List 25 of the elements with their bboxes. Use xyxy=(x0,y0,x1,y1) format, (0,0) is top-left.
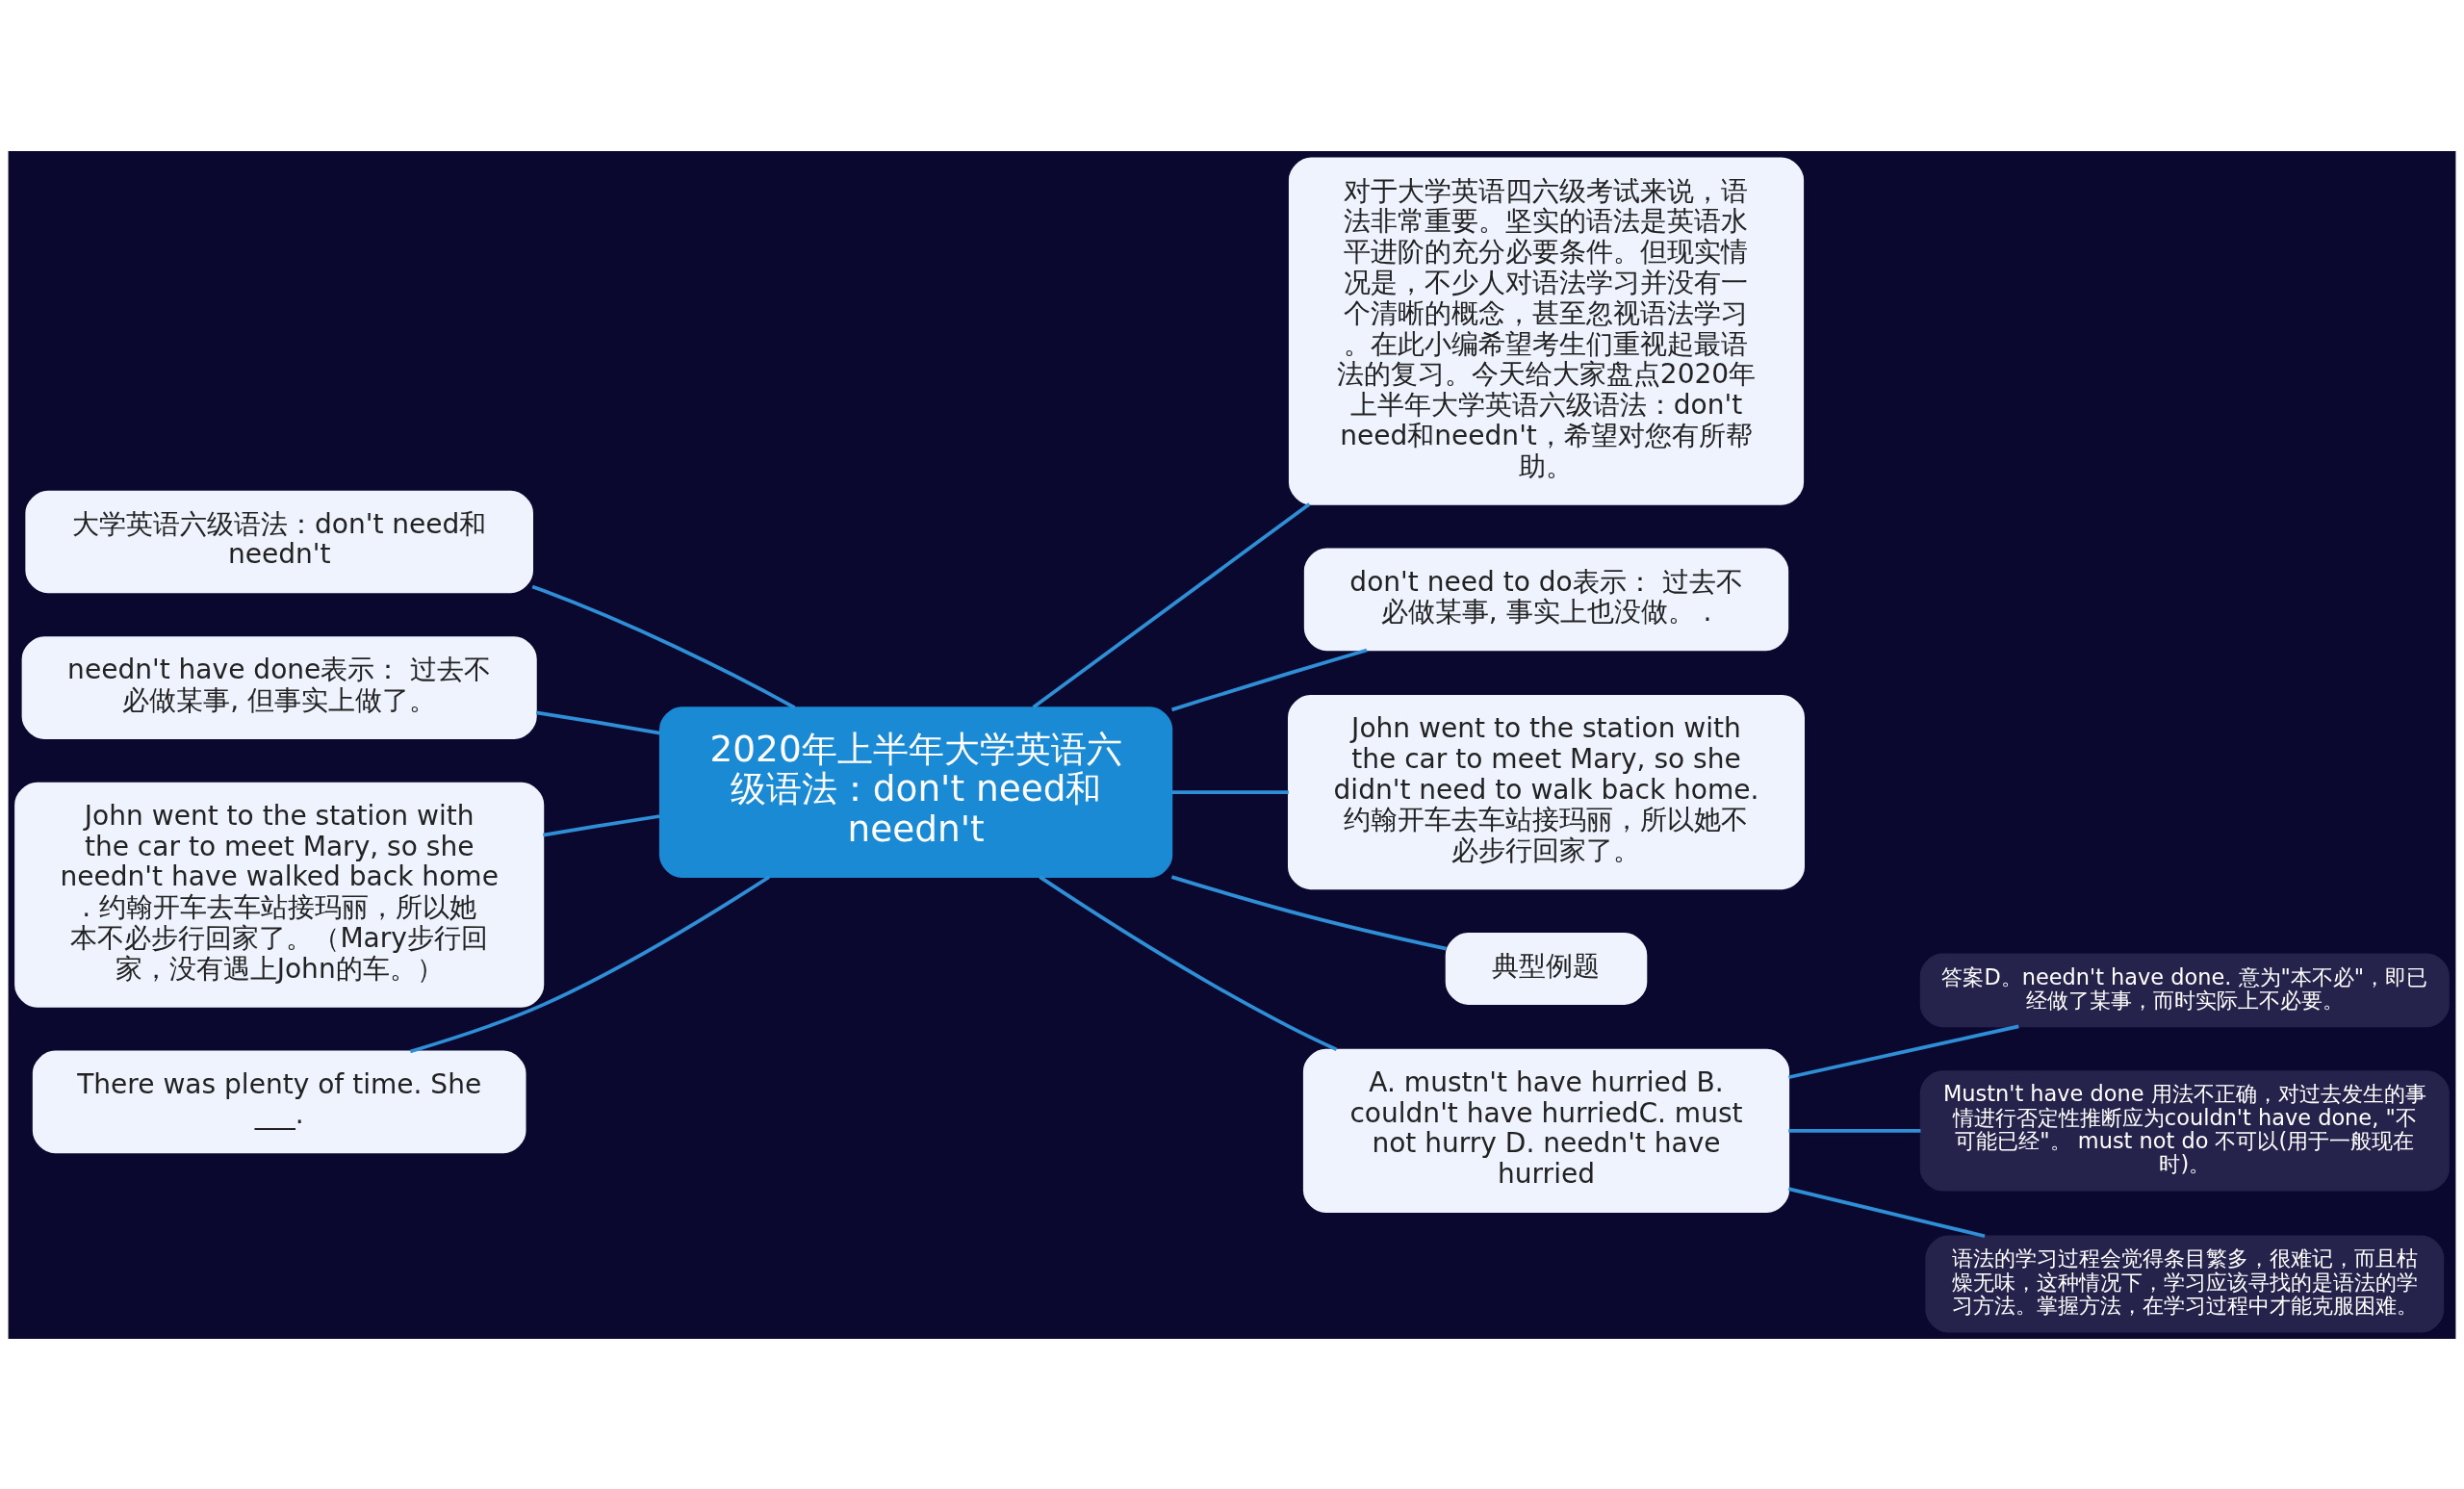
node-box: A. mustn't have hurried B. couldn't have hurriedC. must not hurry D. needn't have hurried xyxy=(1302,1048,1790,1213)
node-box: 典型例题 xyxy=(1445,932,1648,1005)
node-box: don't need to do表示： 过去不必做某事, 事实上也没做。 . xyxy=(1303,548,1789,651)
connector xyxy=(1170,648,1368,711)
node-box: There was plenty of time. She ___. xyxy=(32,1050,526,1153)
node-box: needn't have done表示： 过去不必做某事, 但事实上做了。 xyxy=(21,635,537,739)
connector xyxy=(1787,1024,2019,1079)
node-box: 对于大学英语四六级考试来说，语法非常重要。坚实的语法是英语水平进阶的充分必要条件。但现实情况是，不少人对语法学习并没有一个清晰的概念，甚至忽视语法学习。在此小编希望考生们重视起最语法的复习。今天给大家盘点2020年上半年大学英语六级语法：don't need和needn't，希望对您有所帮助。 xyxy=(1288,157,1805,505)
connector xyxy=(409,875,770,1053)
connector xyxy=(1788,1128,1921,1133)
connector xyxy=(1039,875,1338,1051)
node-box: 答案D。needn't have done. 意为"本不必"，即已经做了某事，而时实际上不必要。 xyxy=(1919,953,2450,1027)
connector xyxy=(1787,1186,1986,1238)
node-box: John went to the station with the car to meet Mary, so she didn't need to walk back home. 约翰开车去车站接玛丽，所以她不必步行回家了。 xyxy=(1288,694,1805,889)
node-box: 2020年上半年大学英语六级语法：don't need和needn't xyxy=(659,706,1173,878)
connector xyxy=(531,584,796,709)
node-box: 语法的学习过程会觉得条目繁多，很难记，而且枯燥无味，这种情况下，学习应该寻找的是语法的学习方法。掌握方法，在学习过程中才能克服困难。 xyxy=(1925,1234,2445,1332)
node-box: Mustn't have done 用法不正确，对过去发生的事情进行否定性推断应为couldn't have done, "不可能已经"。 must not do 不可以(用于一般现在时)。 xyxy=(1919,1069,2450,1192)
node-box: John went to the station with the car to meet Mary, so she needn't have walked back home . 约翰开车去车站接玛丽，所以她本不必步行回家了。（Mary步行回家，没有遇上John的车。） xyxy=(14,782,545,1008)
connector xyxy=(535,710,660,734)
connector xyxy=(1171,789,1289,794)
connector xyxy=(543,813,660,836)
connector xyxy=(1170,874,1447,951)
connector xyxy=(1032,501,1311,708)
node-box: 大学英语六级语法：don't need和needn't xyxy=(25,490,533,593)
